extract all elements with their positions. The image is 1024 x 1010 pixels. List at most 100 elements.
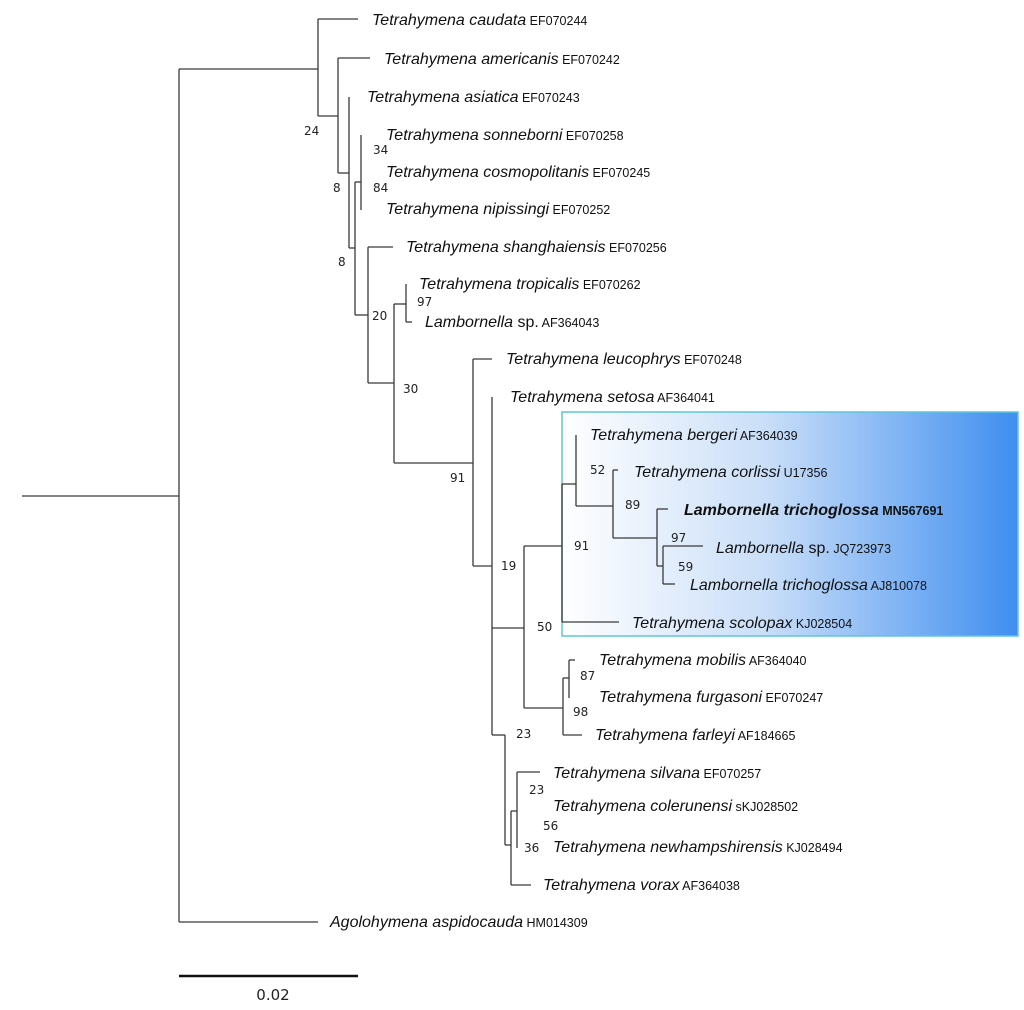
taxon-label: Tetrahymena leucophrys EF070248 [506,351,742,368]
taxon-name: Tetrahymena americanis [384,51,559,68]
taxon-accession: AF364043 [539,316,600,330]
taxon-accession: AF364040 [746,654,807,668]
taxon-accession: EF070247 [762,691,823,705]
support-value: 56 [543,819,558,833]
support-value: 50 [537,620,552,634]
taxon-name: Tetrahymena corlissi [634,464,781,481]
taxon-label: Lambornella trichoglossa AJ810078 [690,577,927,594]
taxon-accession: AF364038 [679,879,740,893]
taxon-name: Tetrahymena nipissingi [386,201,550,218]
support-value: 19 [501,559,516,573]
support-value: 84 [373,181,388,195]
taxon-accession: KJ028494 [783,841,843,855]
taxon-name: Tetrahymena asiatica [367,89,519,106]
taxon-labels: Tetrahymena caudata EF070244Tetrahymena … [329,12,943,931]
support-value: 34 [373,143,388,157]
taxon-name: Tetrahymena farleyi [595,727,735,744]
support-value: 59 [678,560,693,574]
taxon-accession: AF364039 [737,429,798,443]
taxon-name: Tetrahymena mobilis [599,652,746,669]
taxon-name: Tetrahymena bergeri [590,427,737,444]
taxon-name: Lambornella [425,314,513,331]
taxon-name: Lambornella [716,540,804,557]
taxon-label: Tetrahymena cosmopolitanis EF070245 [386,164,650,181]
taxon-label: Tetrahymena nipissingi EF070252 [386,201,610,218]
taxon-accession: MN567691 [879,504,944,518]
taxon-accession: KJ028504 [792,617,852,631]
taxon-label: Tetrahymena vorax AF364038 [543,877,740,894]
taxon-accession: AF184665 [735,729,796,743]
support-value: 30 [403,382,418,396]
taxon-name: Tetrahymena silvana [553,765,700,782]
taxon-accession: EF070245 [589,166,650,180]
taxon-label: Tetrahymena americanis EF070242 [384,51,620,68]
taxon-label: Tetrahymena farleyi AF184665 [595,727,795,744]
support-value: 8 [338,255,346,269]
taxon-name: Tetrahymena colerunensi [553,798,733,815]
taxon-accession: EF070242 [559,53,620,67]
taxon-name: Lambornella trichoglossa [684,502,879,519]
scale-bar-label: 0.02 [256,986,289,1004]
taxon-accession: EF070243 [519,91,580,105]
taxon-name: Tetrahymena vorax [543,877,680,894]
taxon-qualifier: sp. [804,540,830,557]
taxon-label: Tetrahymena furgasoni EF070247 [599,689,823,706]
taxon-accession: JQ723973 [830,542,891,556]
support-value: 91 [450,471,465,485]
support-value: 98 [573,705,588,719]
taxon-accession: AF364041 [654,391,715,405]
taxon-name: Tetrahymena shanghaiensis [406,239,606,256]
taxon-name: Tetrahymena setosa [510,389,654,406]
taxon-qualifier: sp. [513,314,539,331]
taxon-accession: EF070262 [579,278,640,292]
taxon-accession: EF070258 [562,129,623,143]
taxon-name: Tetrahymena scolopax [632,615,793,632]
taxon-name: Tetrahymena sonneborni [386,127,563,144]
support-value: 87 [580,669,595,683]
taxon-label: Tetrahymena newhampshirensis KJ028494 [553,839,843,856]
taxon-accession: U17356 [780,466,827,480]
support-value: 52 [590,463,605,477]
taxon-name: Tetrahymena newhampshirensis [553,839,783,856]
taxon-label: Tetrahymena tropicalis EF070262 [419,276,641,293]
taxon-accession: HM014309 [523,916,588,930]
taxon-label: Tetrahymena setosa AF364041 [510,389,715,406]
taxon-name: Tetrahymena furgasoni [599,689,763,706]
taxon-label: Lambornella sp. JQ723973 [716,540,891,557]
support-value: 36 [524,841,539,855]
taxon-name: Lambornella trichoglossa [690,577,868,594]
support-value: 91 [574,539,589,553]
taxon-name: Tetrahymena leucophrys [506,351,681,368]
support-value: 8 [333,181,341,195]
taxon-accession: EF070257 [700,767,761,781]
taxon-label: Tetrahymena mobilis AF364040 [599,652,807,669]
taxon-label: Agolohymena aspidocauda HM014309 [329,914,588,931]
taxon-accession: EF070256 [606,241,667,255]
taxon-label: Tetrahymena scolopax KJ028504 [632,615,852,632]
taxon-label: Tetrahymena shanghaiensis EF070256 [406,239,667,256]
taxon-label: Tetrahymena asiatica EF070243 [367,89,580,106]
clade-highlight-box [561,411,1019,637]
support-value: 97 [417,295,432,309]
support-value: 23 [516,727,531,741]
taxon-name: Tetrahymena cosmopolitanis [386,164,589,181]
taxon-name: Agolohymena aspidocauda [329,914,523,931]
support-value: 20 [372,309,387,323]
taxon-label: Tetrahymena caudata EF070244 [372,12,587,29]
taxon-label: Tetrahymena silvana EF070257 [553,765,761,782]
taxon-label: Tetrahymena corlissi U17356 [634,464,827,481]
support-value: 97 [671,531,686,545]
taxon-accession: AJ810078 [868,579,927,593]
taxon-name: Tetrahymena caudata [372,12,526,29]
support-value: 24 [304,124,319,138]
taxon-label: Lambornella trichoglossa MN567691 [684,502,943,519]
taxon-label: Tetrahymena bergeri AF364039 [590,427,798,444]
tree-branches [22,18,703,923]
taxon-accession: EF070248 [681,353,742,367]
taxon-accession: EF070252 [549,203,610,217]
taxon-label: Lambornella sp. AF364043 [425,314,599,331]
taxon-name: Tetrahymena tropicalis [419,276,579,293]
taxon-label: Tetrahymena sonneborni EF070258 [386,127,624,144]
